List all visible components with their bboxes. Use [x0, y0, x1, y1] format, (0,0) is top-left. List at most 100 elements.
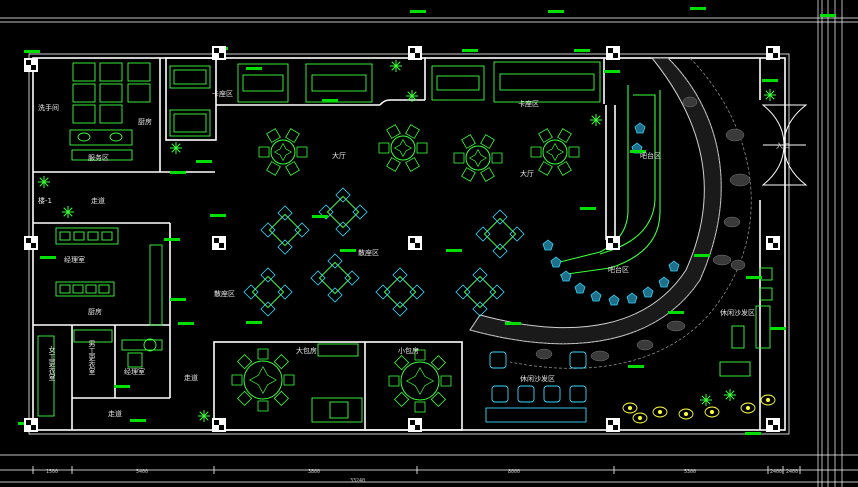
- shrub-leaf: [411, 95, 417, 101]
- curved-feature-wall: [469, 57, 752, 369]
- tag-marker: [130, 419, 146, 422]
- tag-marker: [446, 249, 462, 252]
- chair: [440, 375, 452, 387]
- tag-marker: [746, 276, 762, 279]
- yellow-plants: [622, 394, 776, 424]
- tag-marker: [604, 70, 620, 73]
- label-hall-loose-2: 散座区: [214, 289, 235, 298]
- shrub-leaf: [175, 143, 181, 149]
- plant-core: [710, 410, 714, 414]
- shrub-leaf: [591, 119, 597, 125]
- shrub: [724, 389, 736, 401]
- structural-columns: [24, 46, 780, 432]
- shrub-leaf: [199, 411, 205, 417]
- shrub-leaf: [43, 181, 49, 187]
- chair: [489, 284, 505, 300]
- column-mark: [410, 48, 415, 53]
- chair: [557, 128, 572, 143]
- booth-sofas: [169, 61, 601, 137]
- table-center: [468, 148, 488, 168]
- round-table: [258, 128, 308, 176]
- column-mark: [613, 425, 618, 430]
- bar-stool: [642, 286, 654, 298]
- shrub-leaf: [729, 390, 735, 396]
- chair: [409, 284, 425, 300]
- bar-stool: [668, 260, 680, 272]
- shrub-leaf: [769, 94, 775, 100]
- chair: [568, 146, 580, 158]
- tag-marker: [164, 238, 180, 241]
- chair: [414, 401, 426, 413]
- shrub-leaf: [391, 61, 397, 67]
- table-top: [270, 139, 296, 165]
- shrub-leaf: [765, 90, 771, 96]
- column-mark: [608, 238, 613, 243]
- shrub-leaf: [67, 211, 73, 217]
- tag-marker: [114, 385, 130, 388]
- chair: [260, 222, 276, 238]
- label-washroom: 洗手间: [38, 103, 59, 112]
- label-female-room: 女工更衣室: [48, 345, 56, 381]
- label-office-2: 经理室: [124, 367, 145, 376]
- chair: [257, 400, 269, 412]
- column-mark: [613, 53, 618, 58]
- column-mark: [31, 425, 36, 430]
- tag-marker: [312, 215, 328, 218]
- bar-stool: [574, 282, 586, 294]
- square-table: [243, 267, 293, 317]
- table-top: [463, 275, 497, 309]
- shrub-leaf: [725, 394, 731, 400]
- chair: [327, 287, 343, 303]
- table-top: [542, 139, 568, 165]
- chair: [392, 267, 408, 283]
- shrub: [390, 60, 402, 72]
- shrub: [62, 206, 74, 218]
- chair: [231, 374, 243, 386]
- tag-marker: [170, 171, 186, 174]
- shrub: [406, 90, 418, 102]
- column-mark: [768, 420, 773, 425]
- chair: [335, 187, 351, 203]
- tag-marker: [24, 50, 40, 53]
- shrub-leaf: [39, 177, 45, 183]
- dimension-ticks: [32, 466, 801, 474]
- bar-stool: [608, 294, 620, 306]
- plant: [632, 412, 648, 424]
- shrub-leaf: [171, 143, 177, 149]
- chair: [277, 284, 293, 300]
- plant: [622, 402, 638, 414]
- chair: [260, 267, 276, 283]
- column-mark: [219, 243, 224, 248]
- plant-core: [746, 406, 750, 410]
- plant: [652, 406, 668, 418]
- square-table: [475, 209, 525, 259]
- tag-marker: [694, 254, 710, 257]
- column-mark: [26, 238, 31, 243]
- chair: [491, 152, 503, 164]
- square-table: [318, 187, 368, 237]
- chair: [461, 134, 476, 149]
- bar-stool: [550, 256, 562, 268]
- table-top: [390, 135, 416, 161]
- tag-marker: [40, 256, 56, 259]
- chair: [375, 284, 391, 300]
- tag-marker: [548, 10, 564, 13]
- square-table: [455, 267, 505, 317]
- label-hall-2: 大厅: [520, 169, 534, 178]
- chair: [258, 146, 270, 158]
- dim-2: 5400: [136, 469, 148, 475]
- casual-sofas: [485, 351, 587, 423]
- chair: [296, 146, 308, 158]
- chair: [405, 124, 420, 139]
- table-top: [400, 361, 440, 401]
- chair: [378, 142, 390, 154]
- table-top: [465, 145, 491, 171]
- shrub-leaf: [43, 177, 49, 183]
- shrub-leaf: [701, 395, 707, 401]
- column-mark: [214, 420, 219, 425]
- column-mark: [219, 53, 224, 58]
- entrance-label: 入口: [776, 142, 790, 150]
- entrance-revolving-door: [761, 104, 808, 186]
- chair: [416, 142, 428, 154]
- chair: [538, 161, 553, 176]
